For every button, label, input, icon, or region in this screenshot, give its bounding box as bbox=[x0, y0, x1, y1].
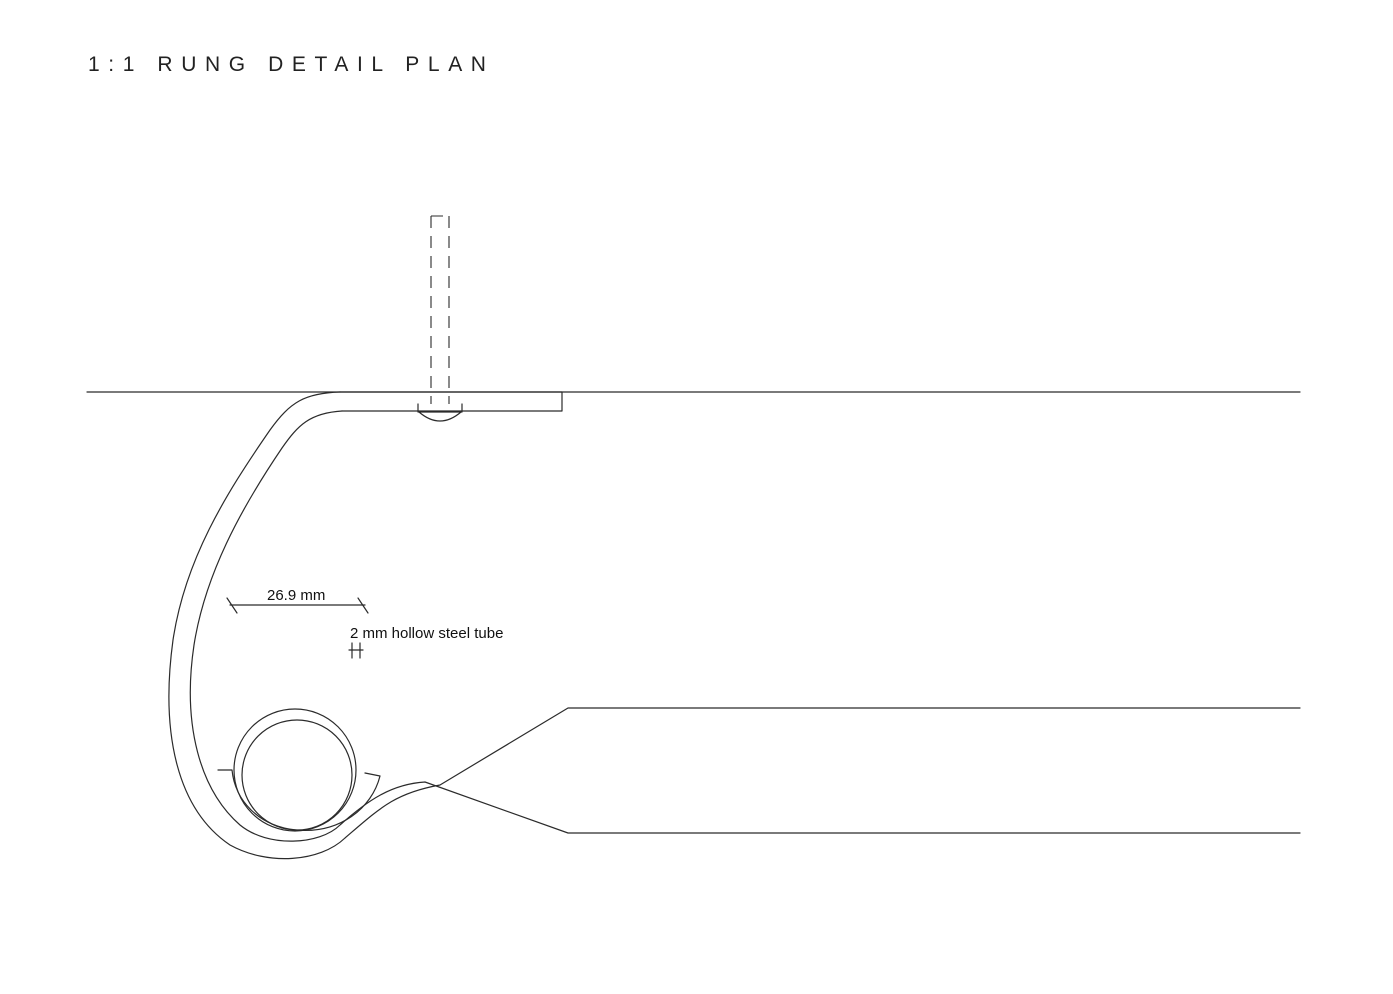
dimension-tick-right bbox=[357, 597, 369, 614]
tube-label: 2 mm hollow steel tube bbox=[350, 625, 503, 642]
dimension-tick-left bbox=[226, 597, 238, 614]
dimension-label: 26.9 mm bbox=[267, 587, 325, 604]
mounting-plate bbox=[339, 391, 563, 412]
rung-tube-outer-wall bbox=[233, 708, 357, 832]
diameter-dimension bbox=[226, 597, 369, 614]
screw-shank-hidden bbox=[430, 215, 450, 404]
wall-thickness-marker bbox=[348, 642, 364, 659]
screw-head bbox=[417, 403, 463, 422]
bracket-outer-edge bbox=[168, 391, 1301, 860]
drawing-title: 1:1 RUNG DETAIL PLAN bbox=[88, 53, 495, 76]
rung-tube-inner-wall bbox=[241, 719, 353, 831]
bracket-inner-edge bbox=[189, 410, 1301, 842]
